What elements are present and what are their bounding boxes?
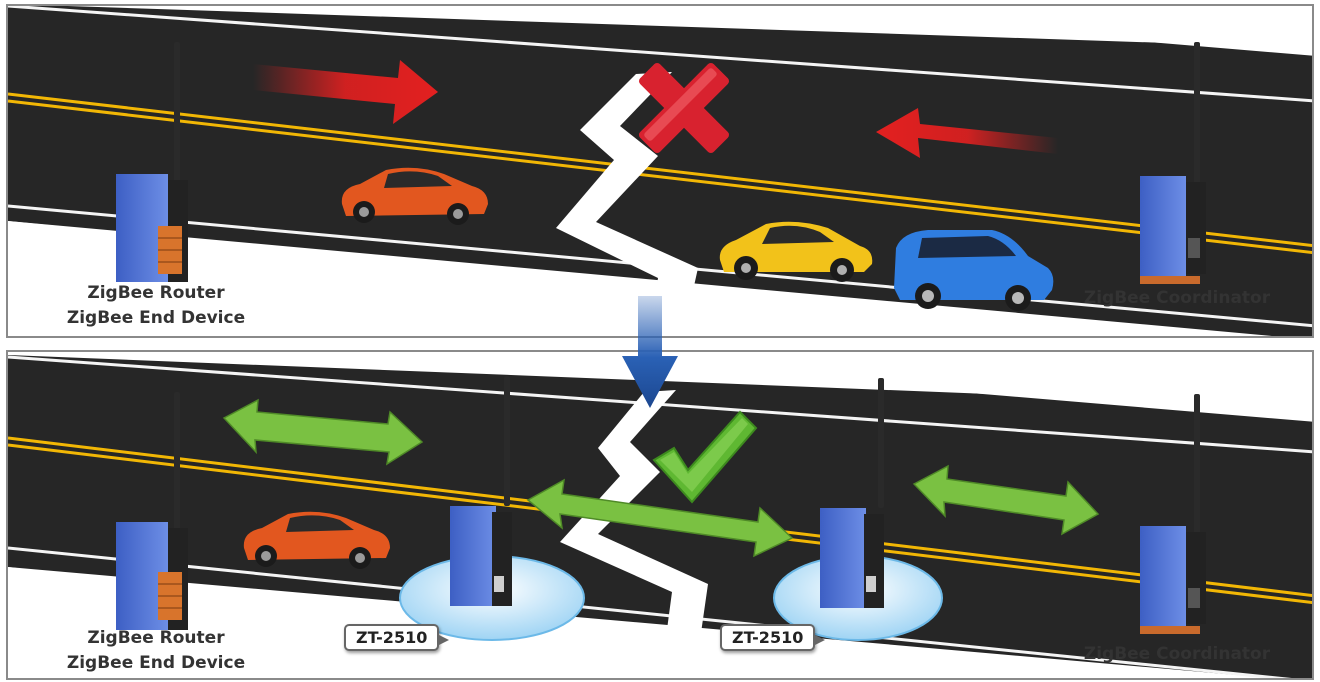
left-device-label-line2: ZigBee End Device: [66, 651, 246, 676]
left-device-label: ZigBee Router ZigBee End Device: [66, 626, 246, 676]
repeater-1-label: ZT-2510: [344, 624, 439, 651]
right-device-label: ZigBee Coordinator: [1072, 642, 1282, 667]
down-arrow-icon: [620, 296, 680, 414]
left-device-label-line1: ZigBee Router: [66, 626, 246, 651]
left-device-label: ZigBee Router ZigBee End Device: [66, 281, 246, 331]
right-device-label-line1: ZigBee Coordinator: [1072, 642, 1282, 667]
left-device-label-line2: ZigBee End Device: [66, 306, 246, 331]
top-scenario-panel: ZigBee Router ZigBee End Device ZigBee C…: [6, 4, 1314, 338]
repeater-2-label: ZT-2510: [720, 624, 815, 651]
right-device-label: ZigBee Coordinator: [1072, 286, 1282, 311]
left-device-label-line1: ZigBee Router: [66, 281, 246, 306]
right-device-label-line1: ZigBee Coordinator: [1072, 286, 1282, 311]
